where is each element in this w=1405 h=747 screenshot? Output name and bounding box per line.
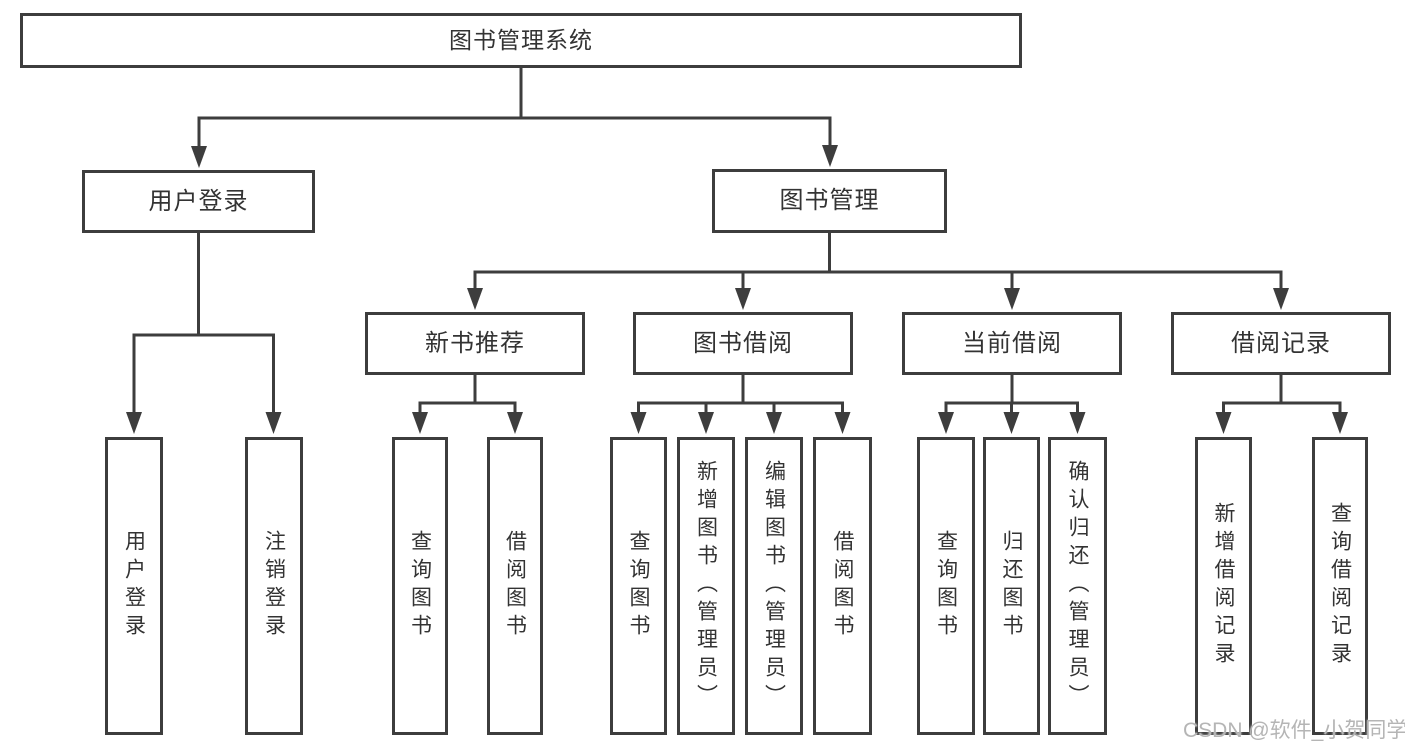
leaf-logout: 注销登录 <box>245 437 303 735</box>
node-borrowing-records: 借阅记录 <box>1171 312 1391 375</box>
leaf-confirm-return-admin: 确认归还（管理员） <box>1048 437 1107 735</box>
leaf-user-login: 用户登录 <box>105 437 163 735</box>
node-user-login: 用户登录 <box>82 170 315 233</box>
node-library-system: 图书管理系统 <box>20 13 1022 68</box>
node-new-book-recommendation: 新书推荐 <box>365 312 585 375</box>
leaf-edit-book-admin: 编辑图书（管理员） <box>745 437 803 735</box>
leaf-query-books-recommend: 查询图书 <box>392 437 448 735</box>
node-current-borrowing: 当前借阅 <box>902 312 1122 375</box>
leaf-add-borrow-record: 新增借阅记录 <box>1195 437 1252 735</box>
node-book-management: 图书管理 <box>712 169 947 233</box>
leaf-borrow-books-borrowing: 借阅图书 <box>813 437 872 735</box>
leaf-query-books-borrowing: 查询图书 <box>610 437 667 735</box>
leaf-return-books: 归还图书 <box>983 437 1040 735</box>
node-book-borrowing: 图书借阅 <box>633 312 853 375</box>
leaf-query-borrow-record: 查询借阅记录 <box>1312 437 1368 735</box>
leaf-query-books-current: 查询图书 <box>917 437 975 735</box>
leaf-borrow-books-recommend: 借阅图书 <box>487 437 543 735</box>
watermark: CSDN @软件_小贺同学 <box>1183 719 1405 742</box>
leaf-add-book-admin: 新增图书（管理员） <box>677 437 735 735</box>
